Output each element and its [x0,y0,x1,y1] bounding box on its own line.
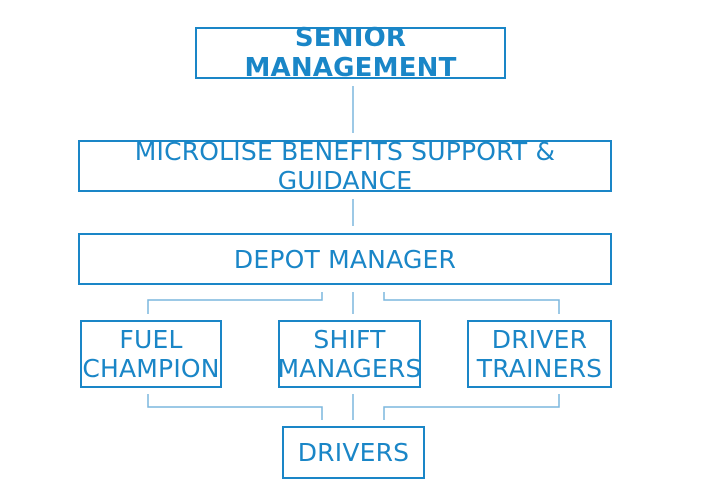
shift-managers-label-line2: MANAGERS [277,354,422,383]
depot-manager-box: DEPOT MANAGER [78,233,612,285]
benefits-support-box: MICROLISE BENEFITS SUPPORT & GUIDANCE [78,137,612,195]
driver-trainers-label-line1: DRIVER [491,325,588,354]
fuel-champion-box: FUEL CHAMPION [80,320,222,388]
driver-trainers-box: DRIVER TRAINERS [467,320,612,388]
benefits-support-label: MICROLISE BENEFITS SUPPORT & GUIDANCE [134,137,556,195]
fuel-champion-label-line2: CHAMPION [82,354,220,383]
shift-managers-label-line1: SHIFT [313,325,386,354]
fuel-champion-label-line1: FUEL [119,325,183,354]
drivers-label: DRIVERS [297,438,410,467]
drivers-box: DRIVERS [282,426,425,479]
shift-managers-box: SHIFT MANAGERS [277,320,422,388]
driver-trainers-label-line2: TRAINERS [476,354,603,383]
connector-depot-to-trainers [383,292,560,314]
connector-trainers-to-drivers [383,394,560,420]
senior-management-label: SENIOR MANAGEMENT [244,23,457,83]
connector-fuel-to-drivers [147,394,323,420]
depot-manager-label: DEPOT MANAGER [233,244,457,274]
senior-management-box: SENIOR MANAGEMENT [195,23,506,83]
connector-depot-to-fuel [147,292,323,314]
